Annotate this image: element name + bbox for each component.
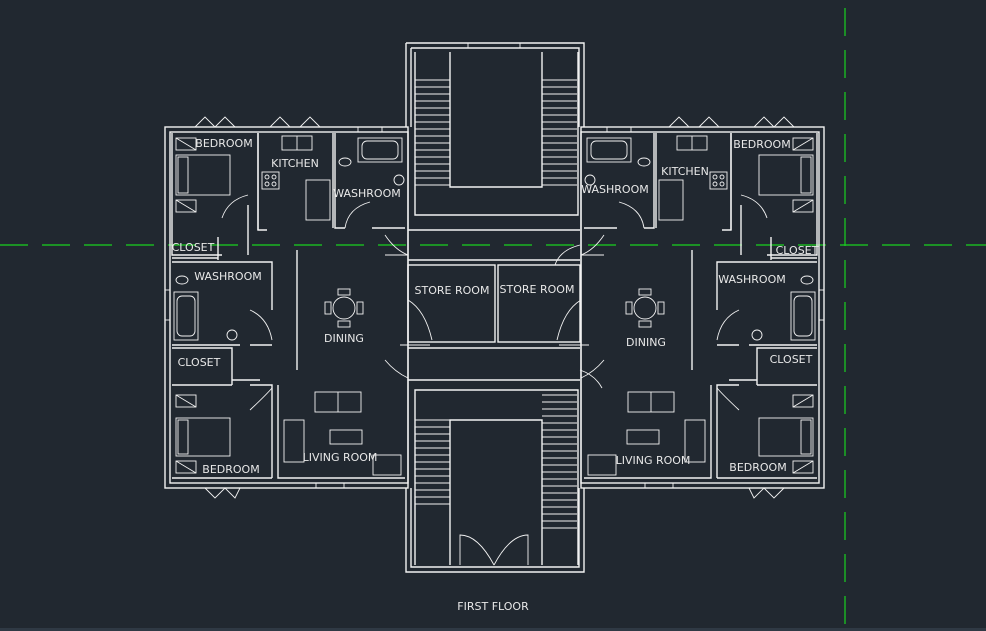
label-store-room: STORE ROOM [415, 284, 490, 297]
label-kitchen: KITCHEN [271, 157, 319, 170]
status-bar [0, 628, 986, 631]
label-closet: CLOSET [770, 353, 813, 366]
label-washroom: WASHROOM [718, 273, 786, 286]
label-washroom: WASHROOM [581, 183, 649, 196]
label-bedroom: BEDROOM [729, 461, 786, 474]
label-living-room: LIVING ROOM [616, 454, 691, 467]
label-closet: CLOSET [172, 241, 215, 254]
drawing-title: FIRST FLOOR [457, 600, 529, 613]
left-apartment [164, 116, 433, 499]
label-washroom: WASHROOM [333, 187, 401, 200]
label-bedroom: BEDROOM [733, 138, 790, 151]
label-bedroom: BEDROOM [195, 137, 252, 150]
stair-treads [415, 79, 577, 529]
label-living-room: LIVING ROOM [303, 451, 378, 464]
label-closet: CLOSET [178, 356, 221, 369]
label-dining: DINING [324, 332, 364, 345]
label-store-room: STORE ROOM [500, 283, 575, 296]
label-bedroom: BEDROOM [202, 463, 259, 476]
label-washroom: WASHROOM [194, 270, 262, 283]
label-dining: DINING [626, 336, 666, 349]
label-closet: CLOSET [776, 244, 819, 257]
label-kitchen: KITCHEN [661, 165, 709, 178]
central-stair-block [405, 42, 603, 573]
